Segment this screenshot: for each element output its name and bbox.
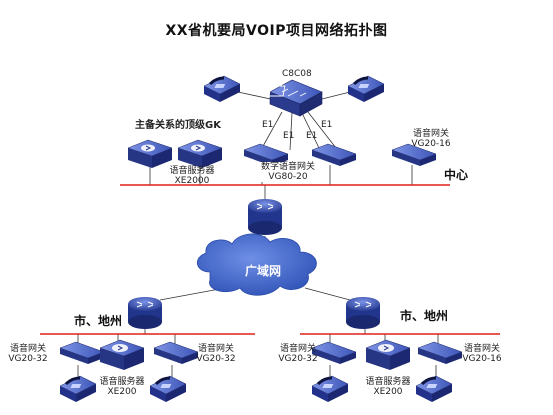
voice-server-model: XE2000 <box>174 176 210 186</box>
phone-templates <box>59 75 453 402</box>
voice-server-name: 语音服务器 XE2000 <box>152 166 232 186</box>
core-switch-label: C8C08 <box>282 69 312 79</box>
voice-server-icon <box>177 139 223 168</box>
voice-gateway-icon <box>59 341 105 364</box>
branch-gateway-left-label: 语音网关 VG20-32 <box>270 344 326 364</box>
voice-gateway-icon <box>391 143 437 166</box>
voice-gateway-icon <box>311 341 357 364</box>
branch-voice-server-name: 语音服务器 <box>99 377 145 387</box>
e1-link-label: E1 <box>262 120 274 130</box>
branch-gateway-left-label: 语音网关 VG20-32 <box>0 344 56 364</box>
voice-gateway-model: VG20-16 <box>411 139 451 149</box>
branch-gateway-name: 语音网关 <box>9 344 46 354</box>
ip-phone-icon <box>203 75 241 102</box>
ip-phone-icon <box>347 75 385 102</box>
branch-voice-server-label: 语音服务器 XE200 <box>92 377 152 397</box>
digital-gateway-label: 数字语音网关 VG80-20 <box>248 162 328 182</box>
branch-label-left: 市、地州 <box>74 314 123 328</box>
branch-label-right: 市、地州 <box>400 309 449 323</box>
branch-gateway-right-label: 语音网关 VG20-16 <box>454 344 510 364</box>
e1-link-label: E1 <box>321 120 333 130</box>
digital-gateway-model: VG80-20 <box>268 172 308 182</box>
center-label: 中心 <box>444 168 469 182</box>
router-icon <box>248 199 282 235</box>
router-icon <box>128 297 162 329</box>
voice-gateway-name: 语音网关 <box>412 129 449 139</box>
branch-gateway-model: VG20-16 <box>462 354 502 364</box>
voice-server-name-text: 语音服务器 <box>169 166 215 176</box>
gk-label: 主备关系的顶级GK <box>135 120 221 131</box>
core-switch-c8c08 <box>268 79 323 117</box>
branch-gateway-name: 语音网关 <box>279 344 316 354</box>
wan-cloud-icon <box>197 233 317 296</box>
voice-gateway-label: 语音网关 VG20-16 <box>396 129 466 149</box>
ip-phone-icon <box>415 375 453 402</box>
ip-phone-icon <box>59 375 97 402</box>
branch-voice-server-name: 语音服务器 <box>365 377 411 387</box>
e1-link-label: E1 <box>283 131 295 141</box>
ip-phone-icon <box>311 375 349 402</box>
branch-voice-server-model: XE200 <box>373 387 403 397</box>
page-title: XX省机要局VOIP项目网络拓扑图 <box>165 23 388 39</box>
branch-gateway-model: VG20-32 <box>278 354 318 364</box>
voice-server-icon <box>99 339 145 370</box>
branch-gateway-right-label: 语音网关 VG20-32 <box>188 344 244 364</box>
branch-voice-server-model: XE200 <box>107 387 137 397</box>
voice-gateway-icon <box>153 341 199 364</box>
router-icon <box>346 297 380 329</box>
voice-server-icon <box>127 139 173 168</box>
voice-gateway-icon <box>417 341 463 364</box>
branch-gateway-name: 语音网关 <box>197 344 234 354</box>
ip-phone-icon <box>149 375 187 402</box>
digital-gateway-icon <box>311 143 357 166</box>
branch-gateway-model: VG20-32 <box>196 354 236 364</box>
voice-server-icon <box>365 339 411 370</box>
branch-gateway-name: 语音网关 <box>463 344 500 354</box>
branch-voice-server-label: 语音服务器 XE200 <box>358 377 418 397</box>
digital-gateway-name: 数字语音网关 <box>260 162 315 172</box>
branch-gateway-model: VG20-32 <box>8 354 48 364</box>
e1-link-label: E1 <box>306 131 318 141</box>
wan-label: 广域网 <box>245 264 282 278</box>
